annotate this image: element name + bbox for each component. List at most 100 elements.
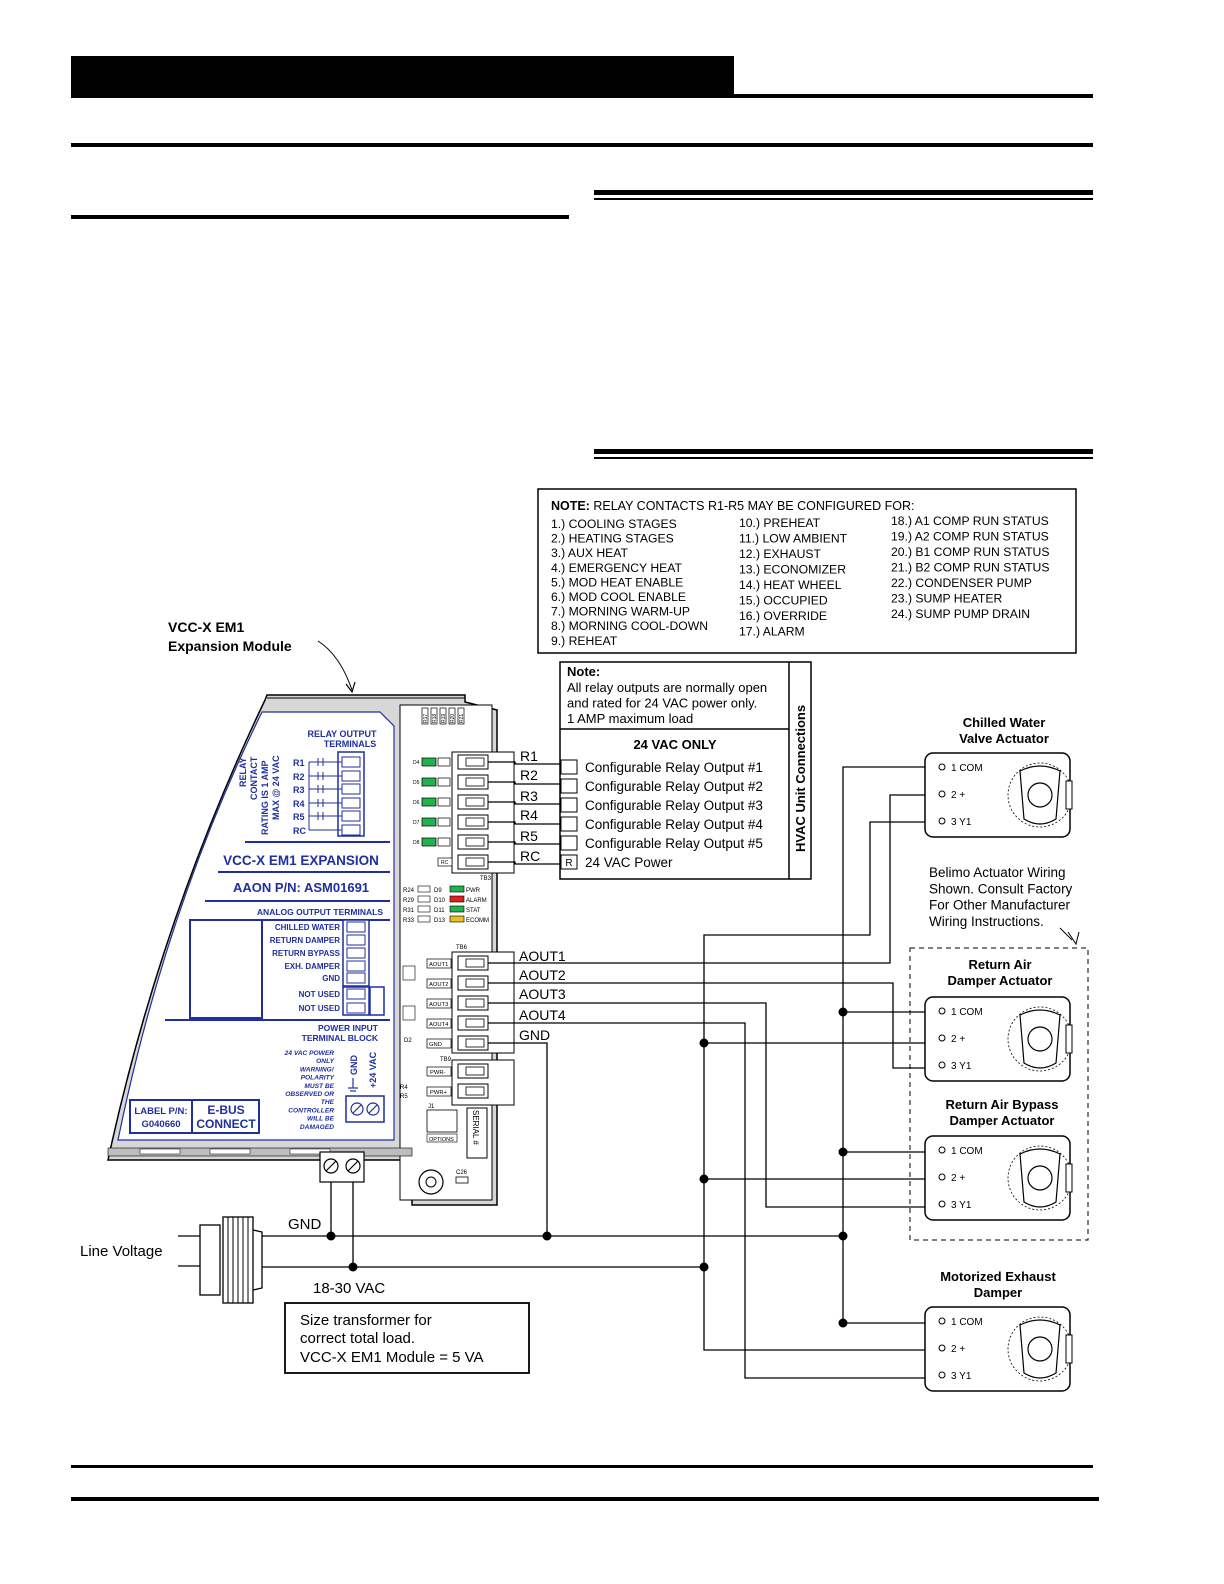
- actuator-pin-icon: [938, 817, 946, 825]
- pcb-led-diode: D13: [434, 918, 446, 924]
- pcb-led-label: PWR: [466, 888, 481, 894]
- wire-junction: [838, 1318, 848, 1328]
- power-warning-line: WILL BE: [307, 1116, 335, 1123]
- pcb-aout-silk: AOUT4: [429, 1022, 449, 1028]
- actuator-title: Return Air: [968, 957, 1031, 972]
- pcb-pwr-silk-box: [426, 1066, 452, 1077]
- actuator-title: Chilled Water: [963, 715, 1046, 730]
- pcb-tb6: TB6: [456, 945, 468, 951]
- pcb-pwr-terminal: [457, 1063, 489, 1079]
- pcb-pwr-silk: PWR+: [430, 1090, 448, 1096]
- belimo-arrow-icon: [1067, 931, 1080, 946]
- actuator-clamp-icon: [1065, 780, 1073, 810]
- pcb-aout-terminal: [457, 975, 489, 991]
- analog-terminal: [346, 972, 366, 984]
- unused-terminal: [346, 1002, 366, 1014]
- actuator-title: Damper Actuator: [950, 1113, 1055, 1128]
- section-rule-right-mid-thin: [594, 457, 1093, 459]
- aout-wire-label: AOUT4: [519, 1007, 566, 1023]
- relay-note-item: 24.) SUMP PUMP DRAIN: [891, 607, 1030, 621]
- relay-note-item: 21.) B2 COMP RUN STATUS: [891, 561, 1049, 575]
- analog-label: RETURN BYPASS: [272, 949, 341, 958]
- module-vac-label: +24 VAC: [368, 1051, 378, 1088]
- module-callout-line2: Expansion Module: [168, 638, 292, 654]
- pcb-relay-part: [437, 777, 451, 787]
- relay-note-item: 18.) A1 COMP RUN STATUS: [891, 514, 1049, 528]
- hvac-terminal-box: [560, 816, 578, 832]
- relay-note-item: 5.) MOD HEAT ENABLE: [551, 575, 683, 589]
- hvac-row-label: Configurable Relay Output #2: [585, 779, 763, 794]
- actuator-title: Valve Actuator: [959, 731, 1049, 746]
- pcb-led-resistor: [417, 895, 431, 903]
- actuator-pin-label: 3 Y1: [951, 817, 972, 828]
- actuator-pin-icon: [938, 1317, 946, 1325]
- module-label: RELAY OUTPUT TERMINALS RELAY CONTACT RAT…: [129, 729, 390, 1134]
- actuator-clamp-icon: [1065, 1334, 1073, 1364]
- pcb-options: OPTIONS: [429, 1137, 454, 1143]
- hvac-heading: 24 VAC ONLY: [633, 737, 716, 752]
- pcb-relay-terminal: [457, 834, 489, 850]
- pcb-relay-part: [437, 757, 451, 767]
- power-warning-line: THE: [321, 1099, 335, 1106]
- relay-rating-1: RELAY: [238, 757, 248, 787]
- pcb-aout-silk-box: [426, 1018, 452, 1029]
- relay-wire-label: R2: [520, 767, 538, 783]
- module-relay-label: R3: [293, 785, 305, 795]
- pcb-resistor: [421, 707, 429, 725]
- actuator-pin-icon: [938, 790, 946, 798]
- power-warning-line: DAMAGED: [300, 1124, 334, 1131]
- actuator-shaft-icon: [1027, 1026, 1053, 1052]
- hvac-side-label: HVAC Unit Connections: [793, 705, 808, 852]
- header-rule-2: [71, 143, 1093, 147]
- wire-junction: [838, 1007, 848, 1017]
- pcb-aout-terminal-screw: [465, 1018, 485, 1028]
- pcb-resistor-label: R19: [441, 714, 447, 723]
- pcb-relay-terminal: [457, 794, 489, 810]
- wire: [488, 1042, 548, 1237]
- actuator-title: Return Air Bypass: [946, 1097, 1059, 1112]
- transformer-note-2: correct total load.: [300, 1330, 415, 1347]
- wire: [488, 861, 561, 865]
- pcb-aout-silk-box: [426, 958, 452, 969]
- wire: [488, 801, 561, 805]
- unused-terminal-cap: [369, 986, 385, 1016]
- relay-note-item: 13.) ECONOMIZER: [739, 563, 846, 577]
- hvac-terminal-box-label: R: [565, 858, 572, 869]
- pcb-resistor-label: R17: [423, 714, 429, 723]
- actuator-pin-label: 2 +: [951, 1344, 965, 1355]
- relay-note-title-bold: NOTE:: [551, 499, 590, 513]
- power-title-2: TERMINAL BLOCK: [302, 1033, 379, 1043]
- actuator-pin-icon: [938, 1344, 946, 1352]
- wire-junction: [326, 1231, 336, 1241]
- power-warning-line: OBSERVED OR: [285, 1091, 334, 1098]
- line-voltage-label: Line Voltage: [80, 1243, 163, 1260]
- pcb-aout-terminal-screw: [465, 1038, 485, 1048]
- pcb-relay-terminal-screw: [465, 757, 485, 767]
- power-warning-line: 24 VAC POWER: [284, 1050, 335, 1057]
- damper-group-outline: [909, 947, 1089, 1241]
- relay-note-item: 7.) MORNING WARM-UP: [551, 605, 690, 619]
- pcb-aout-silk: AOUT2: [429, 982, 448, 988]
- pcb-rc-part: [437, 857, 453, 867]
- hvac-terminal-box: [560, 797, 578, 813]
- power-terminal-block: [319, 1151, 365, 1183]
- relay-wire-label: R1: [520, 748, 538, 764]
- analog-terminal: [346, 921, 366, 933]
- pcb-relay-terminal: [457, 774, 489, 790]
- transformer-note: Size transformer for correct total load.…: [284, 1302, 530, 1374]
- pcb-tb3: TB3: [480, 876, 492, 882]
- actuator-pin-icon: [938, 1007, 946, 1015]
- relay-rating-3: RATING IS 1 AMP: [260, 760, 270, 835]
- hvac-row-label: Configurable Relay Output #1: [585, 760, 763, 775]
- actuator-pin-label: 2 +: [951, 1034, 965, 1045]
- relay-note-item: 14.) HEAT WHEEL: [739, 578, 842, 592]
- relay-note-item: 10.) PREHEAT: [739, 516, 821, 530]
- relay-note-item: 22.) CONDENSER PUMP: [891, 576, 1032, 590]
